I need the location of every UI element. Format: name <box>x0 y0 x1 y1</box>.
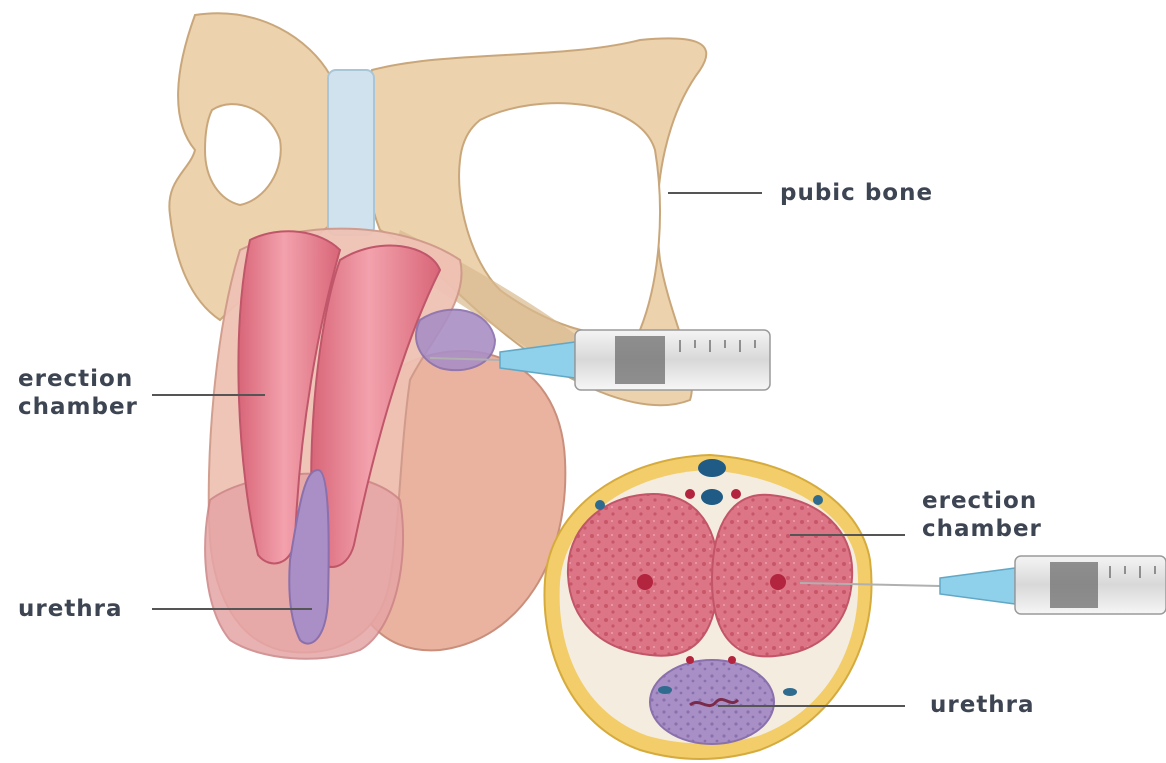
urethral-bulb <box>416 310 495 371</box>
cross-section <box>544 455 871 759</box>
label-urethra-right: urethra <box>930 692 1035 719</box>
label-pubic-bone: pubic bone <box>780 180 933 207</box>
urethra-section <box>650 660 774 744</box>
label-urethra-left: urethra <box>18 596 123 623</box>
ligament <box>328 70 374 235</box>
label-erection-chamber-right-line2: chamber <box>922 516 1042 543</box>
label-erection-chamber-right-line1: erection <box>922 488 1037 515</box>
label-erection-chamber-left-line2: chamber <box>18 394 138 421</box>
label-erection-chamber-left-line1: erection <box>18 366 133 393</box>
